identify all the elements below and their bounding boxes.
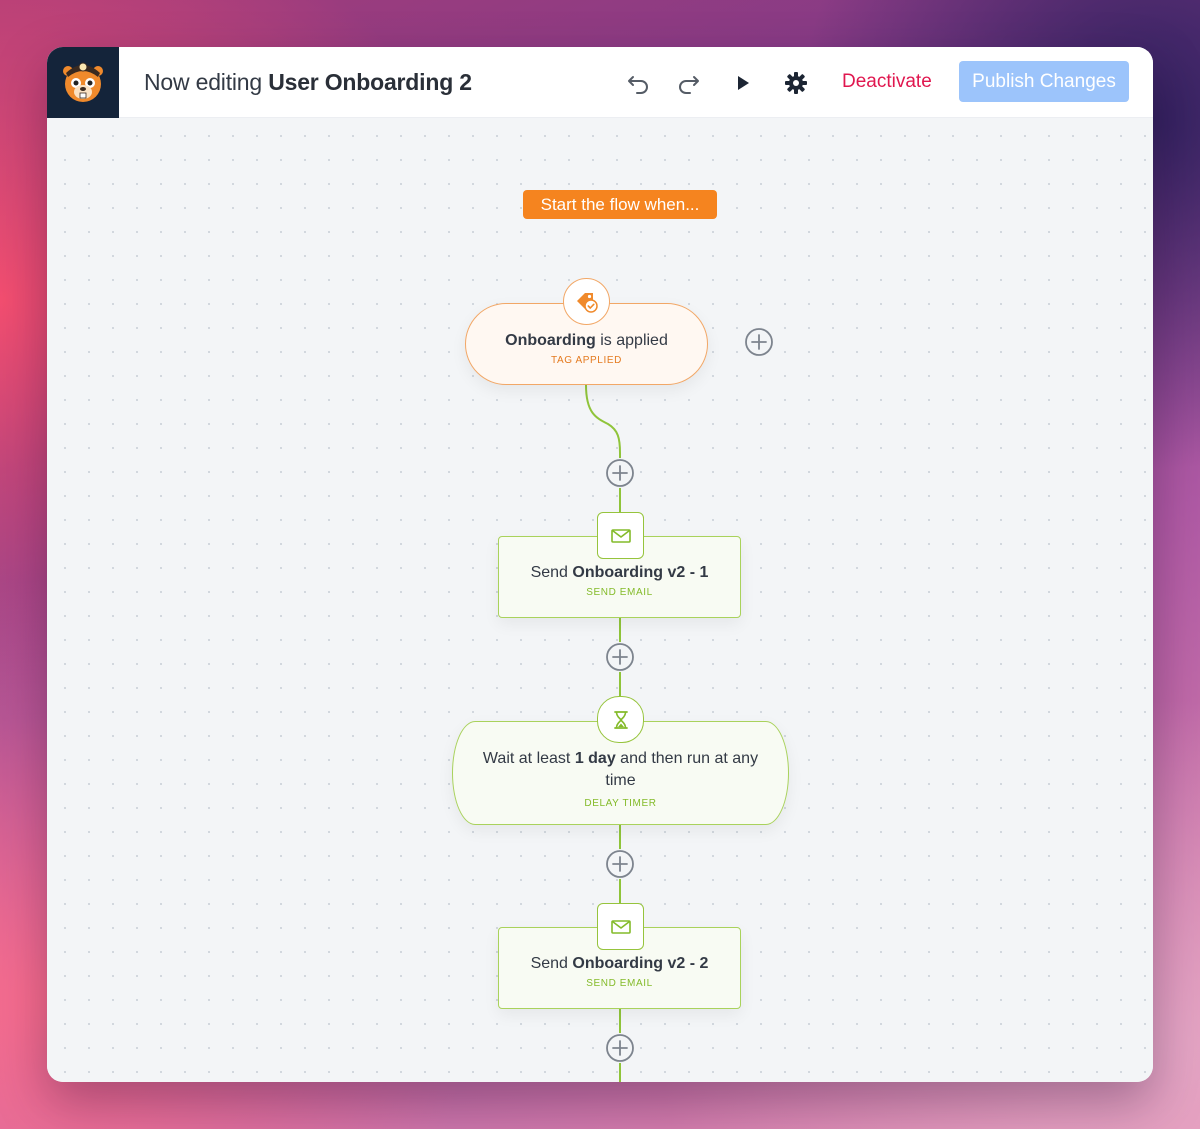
top-bar: Now editing User Onboarding 2: [47, 47, 1153, 118]
app-logo[interactable]: [47, 47, 119, 118]
trigger-text: is applied: [595, 332, 668, 349]
deactivate-button[interactable]: Deactivate: [842, 71, 932, 92]
step-prefix: Send: [530, 564, 573, 581]
step-type: SEND EMAIL: [586, 978, 653, 989]
step-icon-badge: [597, 696, 644, 743]
trigger-title: Onboarding is applied: [466, 332, 707, 350]
run-button[interactable]: [729, 69, 757, 97]
page-title: Now editing User Onboarding 2: [144, 69, 472, 96]
add-branch-button[interactable]: [744, 327, 774, 357]
delay-text-after: and then run at any time: [605, 750, 759, 789]
plus-circle-icon: [606, 850, 634, 878]
add-step-button[interactable]: [605, 849, 635, 879]
trigger-tag-name: Onboarding: [505, 332, 596, 349]
step-icon-badge: [597, 903, 644, 950]
email-name: Onboarding v2 - 1: [572, 564, 709, 581]
add-step-button[interactable]: [605, 642, 635, 672]
publish-changes-button[interactable]: Publish Changes: [959, 61, 1129, 102]
hourglass-icon: [613, 710, 628, 729]
step-title: Send Onboarding v2 - 1: [499, 564, 740, 582]
tag-check-icon: [576, 292, 598, 313]
beaver-mascot-icon: [63, 62, 103, 102]
plus-circle-icon: [745, 328, 773, 356]
trigger-icon-badge: [563, 278, 610, 325]
gear-icon: [785, 72, 807, 94]
flow-start-label: Start the flow when...: [523, 190, 717, 219]
plus-circle-icon: [606, 643, 634, 671]
redo-icon: [679, 76, 699, 94]
plus-circle-icon: [606, 1034, 634, 1062]
step-title: Send Onboarding v2 - 2: [499, 955, 740, 973]
play-icon: [738, 76, 749, 90]
step-title: Wait at least 1 day and then run at any …: [475, 748, 766, 792]
envelope-icon: [610, 919, 631, 934]
step-icon-badge: [597, 512, 644, 559]
delay-text-before: Wait at least: [482, 750, 575, 767]
step-type: DELAY TIMER: [584, 798, 657, 809]
email-name: Onboarding v2 - 2: [572, 955, 709, 972]
trigger-type: TAG APPLIED: [551, 355, 622, 366]
step-prefix: Send: [530, 955, 573, 972]
undo-icon: [628, 76, 648, 94]
redo-button[interactable]: [674, 69, 702, 97]
step-type: SEND EMAIL: [586, 587, 653, 598]
app-window: Now editing User Onboarding 2: [47, 47, 1153, 1082]
delay-duration: 1 day: [574, 750, 616, 767]
undo-button[interactable]: [625, 69, 653, 97]
plus-circle-icon: [606, 459, 634, 487]
settings-button[interactable]: [782, 69, 810, 97]
flow-canvas[interactable]: Start the flow when... Onboarding is app…: [47, 118, 1153, 1082]
envelope-icon: [610, 528, 631, 543]
title-prefix: Now editing: [144, 68, 262, 95]
add-step-button[interactable]: [605, 1033, 635, 1063]
add-step-button[interactable]: [605, 458, 635, 488]
flow-name: User Onboarding 2: [268, 68, 472, 95]
